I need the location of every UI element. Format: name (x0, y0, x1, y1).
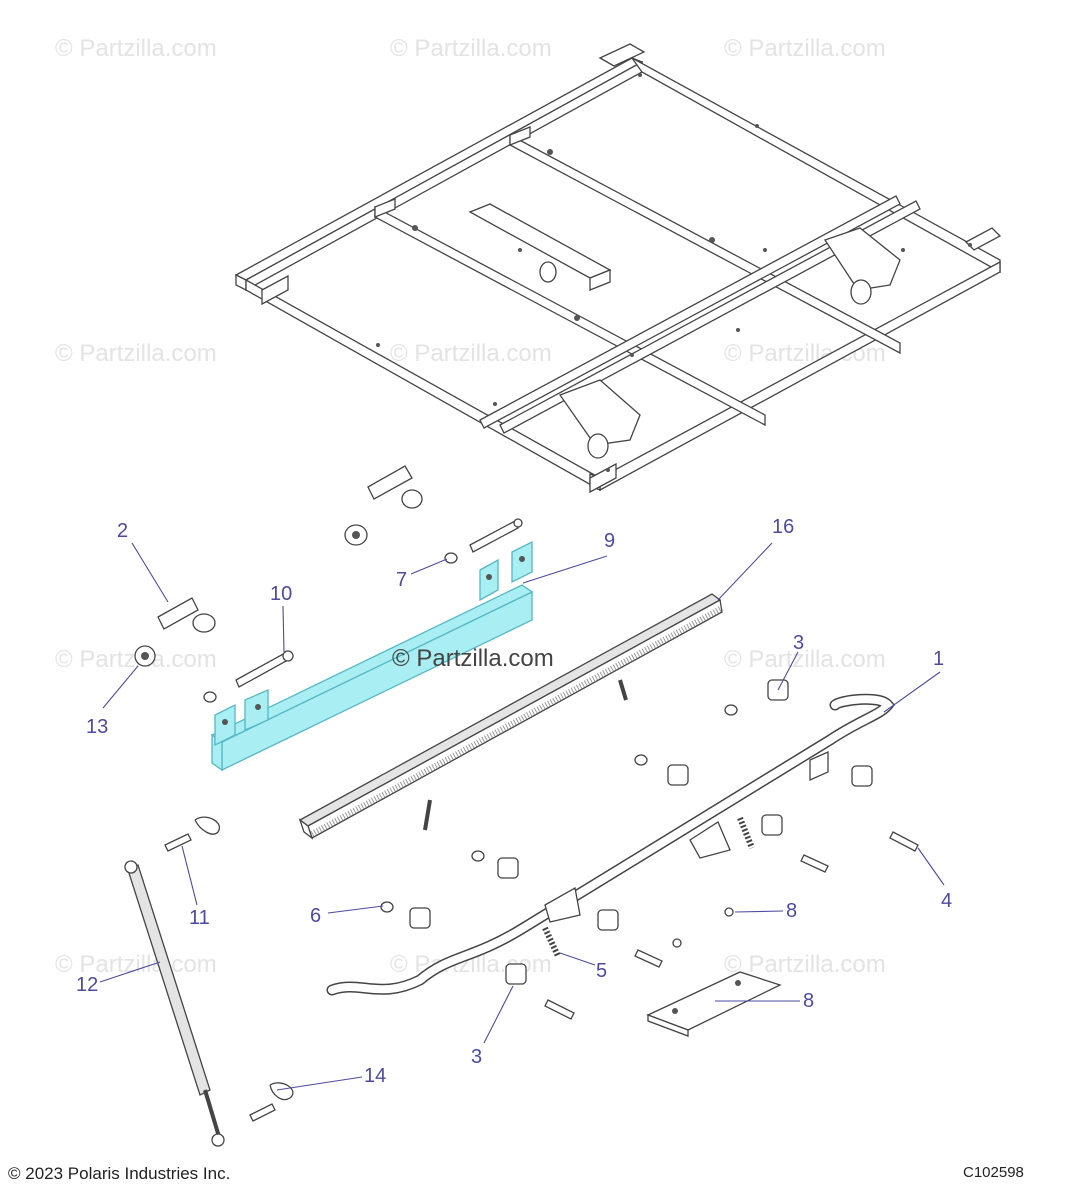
callout-3-upper: 3 (793, 632, 805, 654)
watermark: © Partzilla.com (390, 35, 552, 62)
copyright-footer: © 2023 Polaris Industries Inc. (8, 1164, 231, 1183)
callout-10: 9 (604, 530, 616, 552)
center-watermark: © Partzilla.com (392, 645, 554, 672)
callout-4: 5 (596, 960, 608, 982)
watermark: © Partzilla.com (55, 951, 217, 978)
watermark: © Partzilla.com (390, 340, 552, 367)
hardware (124, 465, 919, 1147)
callout-7: 7 (396, 569, 408, 591)
callout-11: 10 (270, 583, 293, 605)
callout-13: 12 (76, 974, 99, 996)
callout-6: 6 (310, 905, 322, 927)
watermark: © Partzilla.com (55, 35, 217, 62)
callout-5: 4 (941, 890, 953, 912)
callout-12: 11 (189, 907, 210, 929)
watermark: © Partzilla.com (724, 646, 886, 673)
callout-2: 2 (117, 520, 129, 542)
latch-rod-part-1 (326, 693, 896, 996)
diagram-code: C102598 (963, 1164, 1024, 1181)
callout-14: 14 (364, 1065, 387, 1087)
callout-9: 8 (786, 900, 798, 922)
rail-part-16 (298, 593, 724, 840)
watermark: © Partzilla.com (724, 35, 886, 62)
leader-lines (99, 542, 945, 1091)
callout-8: 8 (803, 990, 815, 1012)
callout-1: 1 (933, 648, 945, 670)
bracket-part-10 (210, 540, 534, 772)
bed-frame (234, 43, 1002, 494)
watermark: © Partzilla.com (55, 340, 217, 367)
callout-15: 13 (86, 716, 109, 738)
callout-16: 16 (772, 516, 795, 538)
watermark: © Partzilla.com (724, 951, 886, 978)
callout-3-lower: 3 (471, 1046, 483, 1068)
